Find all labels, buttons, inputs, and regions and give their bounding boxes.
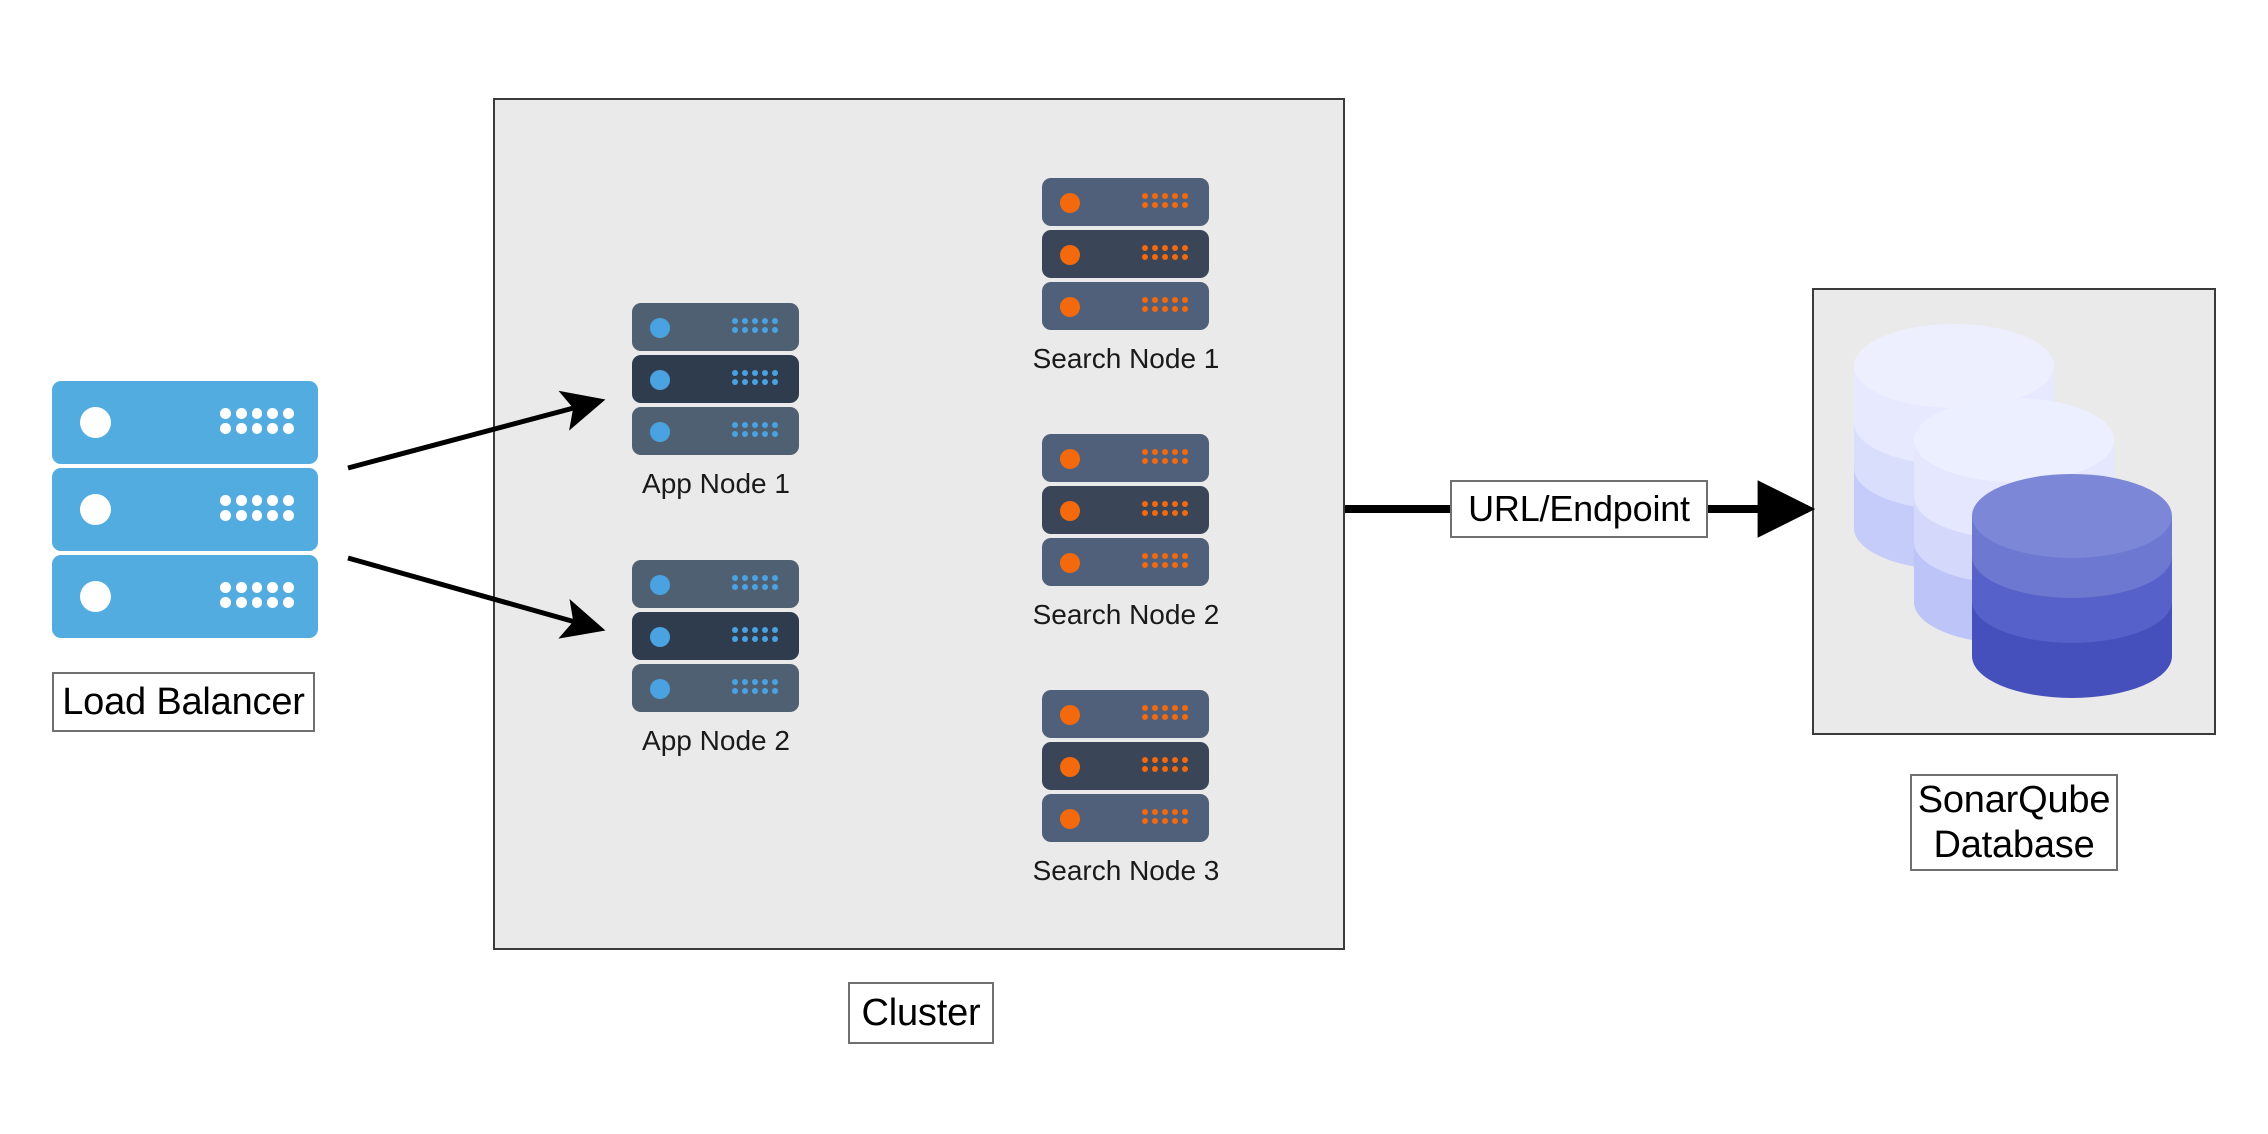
load-balancer-stack[interactable] xyxy=(52,381,318,638)
app-node-1-unit[interactable] xyxy=(632,355,799,403)
vent-dots-icon xyxy=(732,679,778,694)
search-node-1-unit[interactable] xyxy=(1042,282,1209,330)
app-node-2-caption: App Node 2 xyxy=(642,725,790,756)
status-led-icon xyxy=(650,422,670,442)
status-led-icon xyxy=(650,318,670,338)
vent-dots-icon xyxy=(220,495,294,521)
search-node-2-caption: Search Node 2 xyxy=(1032,599,1220,630)
status-led-icon xyxy=(1060,193,1080,213)
search-node-2-unit[interactable] xyxy=(1042,538,1209,586)
status-led-icon xyxy=(650,370,670,390)
database-cylinder-group[interactable] xyxy=(1832,318,2202,708)
app-node-1-unit[interactable] xyxy=(632,303,799,351)
load-balancer-unit[interactable] xyxy=(52,381,318,464)
search-node-3-unit[interactable] xyxy=(1042,742,1209,790)
status-led-icon xyxy=(1060,809,1080,829)
vent-dots-icon xyxy=(1142,245,1188,260)
vent-dots-icon xyxy=(1142,297,1188,312)
app-node-1-stack[interactable] xyxy=(632,303,799,455)
app-node-2-unit[interactable] xyxy=(632,664,799,712)
search-node-3-unit[interactable] xyxy=(1042,794,1209,842)
vent-dots-icon xyxy=(1142,449,1188,464)
status-led-icon xyxy=(1060,757,1080,777)
status-led-icon xyxy=(1060,705,1080,725)
search-node-3-caption: Search Node 3 xyxy=(1032,855,1220,886)
vent-dots-icon xyxy=(732,422,778,437)
app-node-2-unit[interactable] xyxy=(632,612,799,660)
load-balancer-unit[interactable] xyxy=(52,555,318,638)
search-node-3-unit[interactable] xyxy=(1042,690,1209,738)
load-balancer-label: Load Balancer xyxy=(52,672,315,732)
status-led-icon xyxy=(80,581,111,612)
vent-dots-icon xyxy=(1142,553,1188,568)
status-led-icon xyxy=(80,494,111,525)
vent-dots-icon xyxy=(1142,757,1188,772)
app-node-2-stack[interactable] xyxy=(632,560,799,712)
app-node-1-caption: App Node 1 xyxy=(642,468,790,499)
vent-dots-icon xyxy=(1142,705,1188,720)
vent-dots-icon xyxy=(220,408,294,434)
status-led-icon xyxy=(1060,501,1080,521)
search-node-3-stack[interactable] xyxy=(1042,690,1209,842)
vent-dots-icon xyxy=(732,627,778,642)
database-cylinder-front xyxy=(1972,474,2172,698)
status-led-icon xyxy=(1060,245,1080,265)
status-led-icon xyxy=(1060,449,1080,469)
vent-dots-icon xyxy=(1142,809,1188,824)
url-endpoint-label: URL/Endpoint xyxy=(1450,480,1708,538)
app-node-2-unit[interactable] xyxy=(632,560,799,608)
vent-dots-icon xyxy=(732,318,778,333)
cluster-container xyxy=(493,98,1345,950)
vent-dots-icon xyxy=(732,575,778,590)
status-led-icon xyxy=(1060,553,1080,573)
vent-dots-icon xyxy=(1142,193,1188,208)
search-node-2-unit[interactable] xyxy=(1042,486,1209,534)
search-node-1-caption: Search Node 1 xyxy=(1032,343,1220,374)
cluster-label: Cluster xyxy=(848,982,994,1044)
database-icon xyxy=(1854,324,2172,698)
status-led-icon xyxy=(650,679,670,699)
vent-dots-icon xyxy=(732,370,778,385)
search-node-1-unit[interactable] xyxy=(1042,178,1209,226)
search-node-2-stack[interactable] xyxy=(1042,434,1209,586)
search-node-1-stack[interactable] xyxy=(1042,178,1209,330)
status-led-icon xyxy=(650,627,670,647)
load-balancer-unit[interactable] xyxy=(52,468,318,551)
app-node-1-unit[interactable] xyxy=(632,407,799,455)
vent-dots-icon xyxy=(1142,501,1188,516)
status-led-icon xyxy=(80,407,111,438)
database-label: SonarQube Database xyxy=(1910,774,2118,871)
vent-dots-icon xyxy=(220,582,294,608)
search-node-2-unit[interactable] xyxy=(1042,434,1209,482)
status-led-icon xyxy=(1060,297,1080,317)
status-led-icon xyxy=(650,575,670,595)
search-node-1-unit[interactable] xyxy=(1042,230,1209,278)
